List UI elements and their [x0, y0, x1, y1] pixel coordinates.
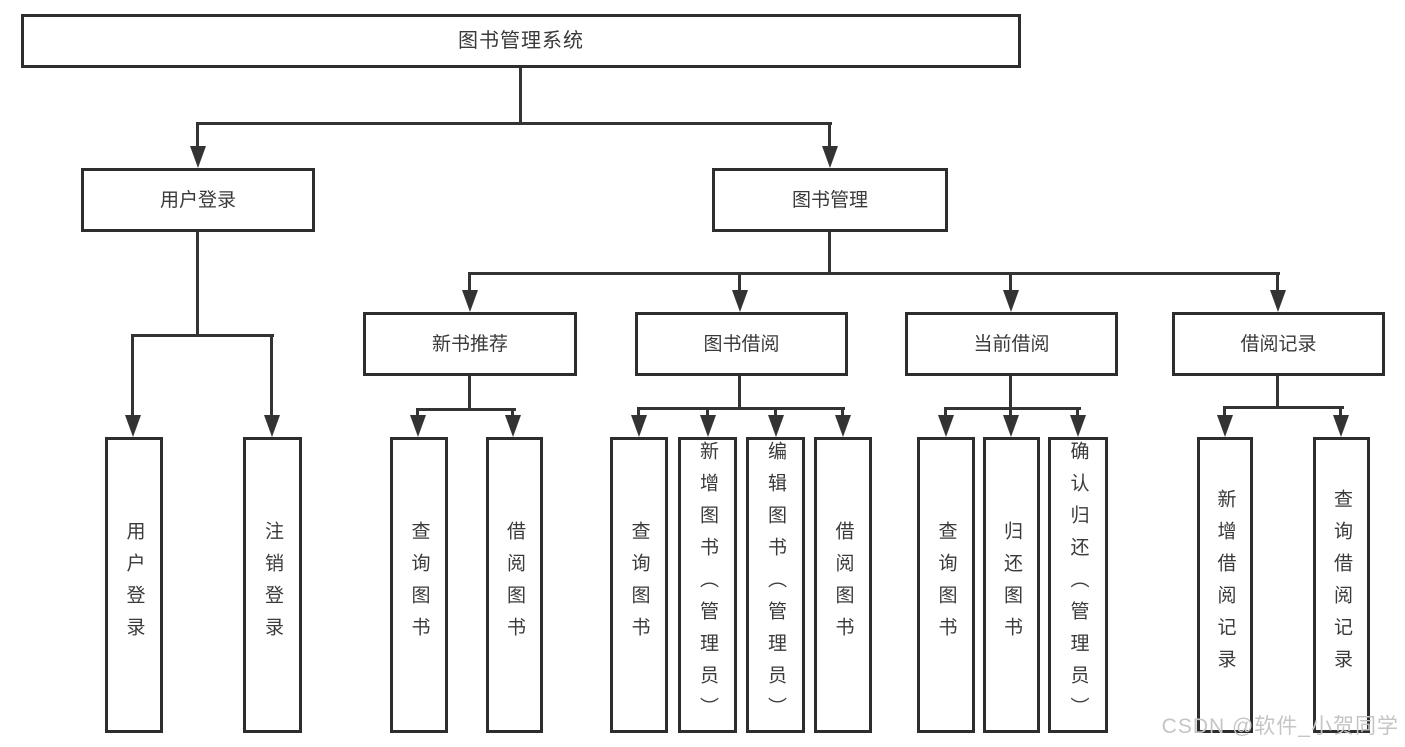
node-borrow-records-label: 借阅记录	[1240, 333, 1317, 355]
connector-vline	[131, 334, 134, 415]
node-borrow-records: 借阅记录	[1172, 312, 1385, 376]
connector-vline	[1009, 376, 1012, 407]
connector-vline	[774, 407, 777, 415]
connector-vline	[270, 334, 273, 415]
connector-vline	[637, 407, 640, 415]
connector-hline	[196, 122, 832, 125]
connector-vline	[196, 122, 199, 148]
node-new-book-recommend-label: 新书推荐	[431, 333, 508, 355]
leaf-current-confirm-return-admin-label: 确认归还（管理员）	[1067, 441, 1089, 729]
leaf-logout-label: 注销登录	[262, 521, 283, 649]
connector-vline	[944, 407, 947, 415]
connector-vline	[511, 408, 514, 415]
connector-vline	[468, 272, 471, 290]
csdn-watermark: CSDN @软件_小贺同学	[1161, 715, 1399, 738]
arrow-down	[505, 415, 521, 437]
arrow-down	[768, 415, 784, 437]
node-new-book-recommend: 新书推荐	[363, 312, 577, 376]
connector-vline	[1009, 272, 1012, 290]
arrow-down	[822, 146, 838, 168]
connector-vline	[416, 408, 419, 415]
arrow-down	[462, 290, 478, 312]
connector-vline	[1339, 406, 1342, 415]
connector-vline	[1009, 407, 1012, 415]
leaf-current-confirm-return-admin: 确认归还（管理员）	[1048, 437, 1108, 733]
connector-hline	[637, 407, 845, 410]
arrow-down	[631, 415, 647, 437]
connector-vline	[468, 376, 471, 408]
connector-vline	[828, 232, 831, 272]
node-root: 图书管理系统	[21, 14, 1021, 68]
arrow-down	[700, 415, 716, 437]
connector-hline	[1223, 406, 1344, 409]
leaf-current-return-books-label: 归还图书	[1001, 521, 1022, 649]
connector-vline	[1276, 376, 1279, 406]
connector-vline	[841, 407, 844, 415]
arrow-down	[1333, 415, 1349, 437]
node-book-management: 图书管理	[712, 168, 948, 232]
arrow-down	[732, 290, 748, 312]
connector-vline	[828, 122, 831, 148]
node-book-borrow: 图书借阅	[635, 312, 848, 376]
node-root-label: 图书管理系统	[458, 30, 584, 52]
connector-vline	[519, 68, 522, 122]
arrow-down	[835, 415, 851, 437]
leaf-recommend-borrow-books-label: 借阅图书	[504, 521, 525, 649]
arrow-down	[264, 415, 280, 437]
leaf-records-add-record-label: 新增借阅记录	[1214, 489, 1236, 681]
connector-hline	[416, 408, 516, 411]
connector-hline	[944, 407, 1081, 410]
connector-vline	[706, 407, 709, 415]
connector-vline	[1223, 406, 1226, 415]
leaf-borrow-edit-books-admin-label: 编辑图书（管理员）	[765, 441, 786, 729]
node-user-login: 用户登录	[81, 168, 315, 232]
node-current-borrow-label: 当前借阅	[973, 333, 1050, 355]
leaf-recommend-borrow-books: 借阅图书	[486, 437, 543, 733]
leaf-user-login: 用户登录	[105, 437, 163, 733]
arrow-down	[938, 415, 954, 437]
leaf-current-return-books: 归还图书	[983, 437, 1040, 733]
connector-vline	[738, 376, 741, 407]
leaf-borrow-add-books-admin: 新增图书（管理员）	[678, 437, 737, 733]
leaf-borrow-query-books: 查询图书	[610, 437, 668, 733]
arrow-down	[1003, 290, 1019, 312]
node-user-login-label: 用户登录	[159, 189, 236, 211]
leaf-records-add-record: 新增借阅记录	[1197, 437, 1253, 733]
connector-vline	[1076, 407, 1079, 415]
leaf-records-query-record-label: 查询借阅记录	[1331, 489, 1352, 681]
arrow-down	[1070, 415, 1086, 437]
arrow-down	[410, 415, 426, 437]
arrow-down	[190, 146, 206, 168]
leaf-borrow-edit-books-admin: 编辑图书（管理员）	[746, 437, 805, 733]
leaf-borrow-add-books-admin-label: 新增图书（管理员）	[697, 441, 718, 729]
node-book-borrow-label: 图书借阅	[703, 333, 780, 355]
leaf-recommend-query-books: 查询图书	[390, 437, 448, 733]
leaf-logout: 注销登录	[243, 437, 302, 733]
leaf-borrow-borrow-books: 借阅图书	[814, 437, 872, 733]
leaf-recommend-query-books-label: 查询图书	[408, 521, 430, 649]
arrow-down	[1217, 415, 1233, 437]
arrow-down	[1270, 290, 1286, 312]
leaf-borrow-query-books-label: 查询图书	[628, 521, 650, 649]
leaf-records-query-record: 查询借阅记录	[1313, 437, 1370, 733]
leaf-current-query-books-label: 查询图书	[935, 521, 957, 649]
connector-vline	[196, 232, 199, 334]
connector-vline	[1276, 272, 1279, 290]
connector-vline	[738, 272, 741, 290]
arrow-down	[125, 415, 141, 437]
connector-hline	[131, 334, 274, 337]
node-book-management-label: 图书管理	[791, 189, 868, 211]
connector-hline	[468, 272, 1280, 275]
arrow-down	[1003, 415, 1019, 437]
leaf-user-login-label: 用户登录	[123, 521, 145, 649]
leaf-current-query-books: 查询图书	[917, 437, 975, 733]
leaf-borrow-borrow-books-label: 借阅图书	[832, 521, 854, 649]
node-current-borrow: 当前借阅	[905, 312, 1118, 376]
